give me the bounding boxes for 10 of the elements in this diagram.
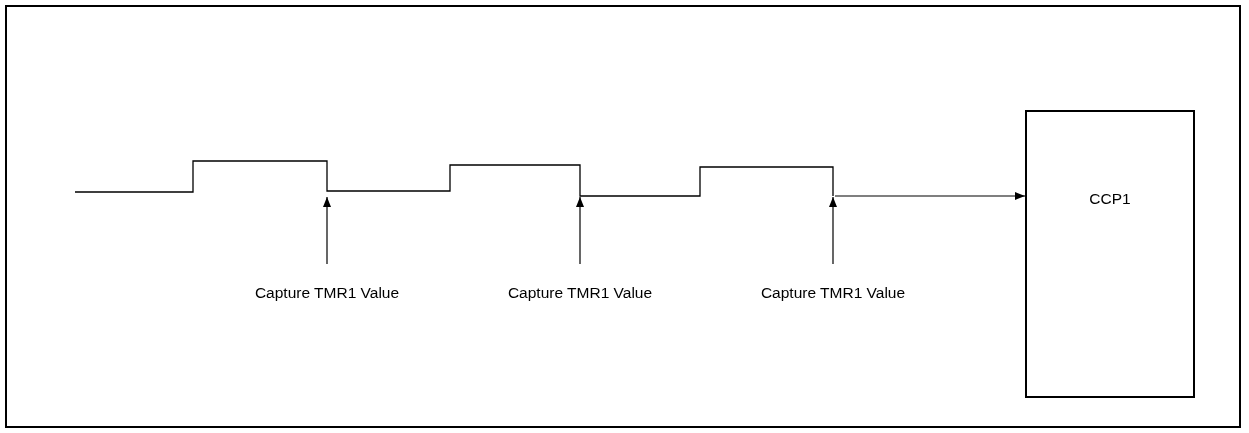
module-box [1025,110,1195,398]
arrow [323,196,331,265]
arrow [834,192,1026,200]
module-label: CCP1 [1088,190,1132,208]
capture-label: Capture TMR1 Value [254,284,400,304]
capture-label: Capture TMR1 Value [760,284,906,304]
arrow [576,196,584,265]
arrow [829,196,837,265]
capture-label: Capture TMR1 Value [507,284,653,304]
square-waveform [75,160,835,197]
